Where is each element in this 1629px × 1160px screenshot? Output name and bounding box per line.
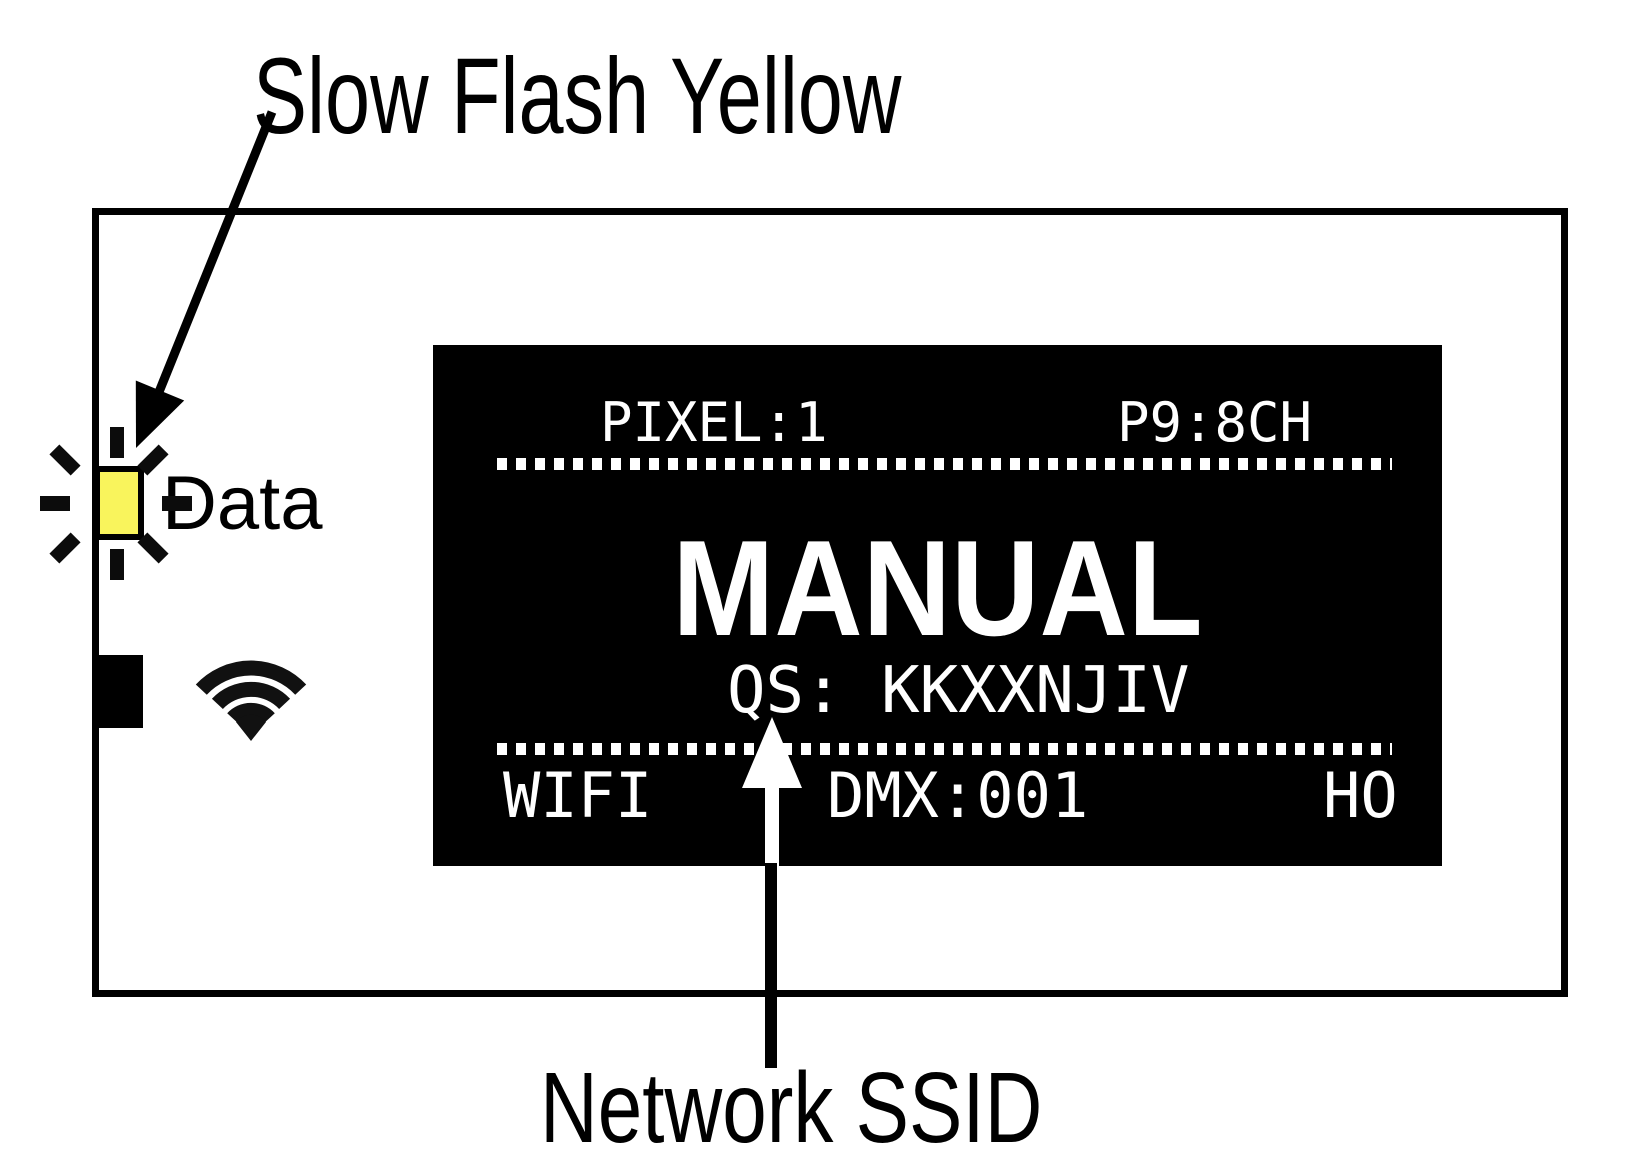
lcd-wifi-text: WIFI <box>503 759 653 832</box>
flash-ray-left <box>40 496 70 511</box>
wifi-led-off <box>93 655 143 728</box>
data-led-yellow <box>94 466 144 540</box>
flash-ray-right <box>162 496 192 511</box>
lcd-separator-top <box>497 458 1392 470</box>
flash-ray-top-left <box>49 444 81 476</box>
flash-ray-bottom <box>110 549 124 580</box>
lcd-pixel-value: PIXEL:1 <box>600 391 828 454</box>
lcd-ssid-text: QS: KKXXNJIV <box>727 654 1190 728</box>
lcd-ho-text: HO <box>1323 759 1398 832</box>
slow-flash-yellow-label: Slow Flash Yellow <box>253 35 902 156</box>
wifi-icon <box>195 660 307 741</box>
lcd-dmx-text: DMX:001 <box>827 759 1089 832</box>
network-ssid-label: Network SSID <box>540 1052 1043 1160</box>
flash-ray-bottom-left <box>49 532 81 564</box>
ssid-pointer-arrow-head <box>742 717 802 866</box>
lcd-profile-value: P9:8CH <box>1117 391 1313 454</box>
lcd-mode-text: MANUAL <box>672 512 1203 664</box>
flash-ray-top <box>110 427 124 458</box>
lcd-separator-bottom <box>497 743 1392 755</box>
lcd-display: PIXEL:1 P9:8CH MANUAL QS: KKXXNJIV WIFI … <box>433 345 1442 866</box>
